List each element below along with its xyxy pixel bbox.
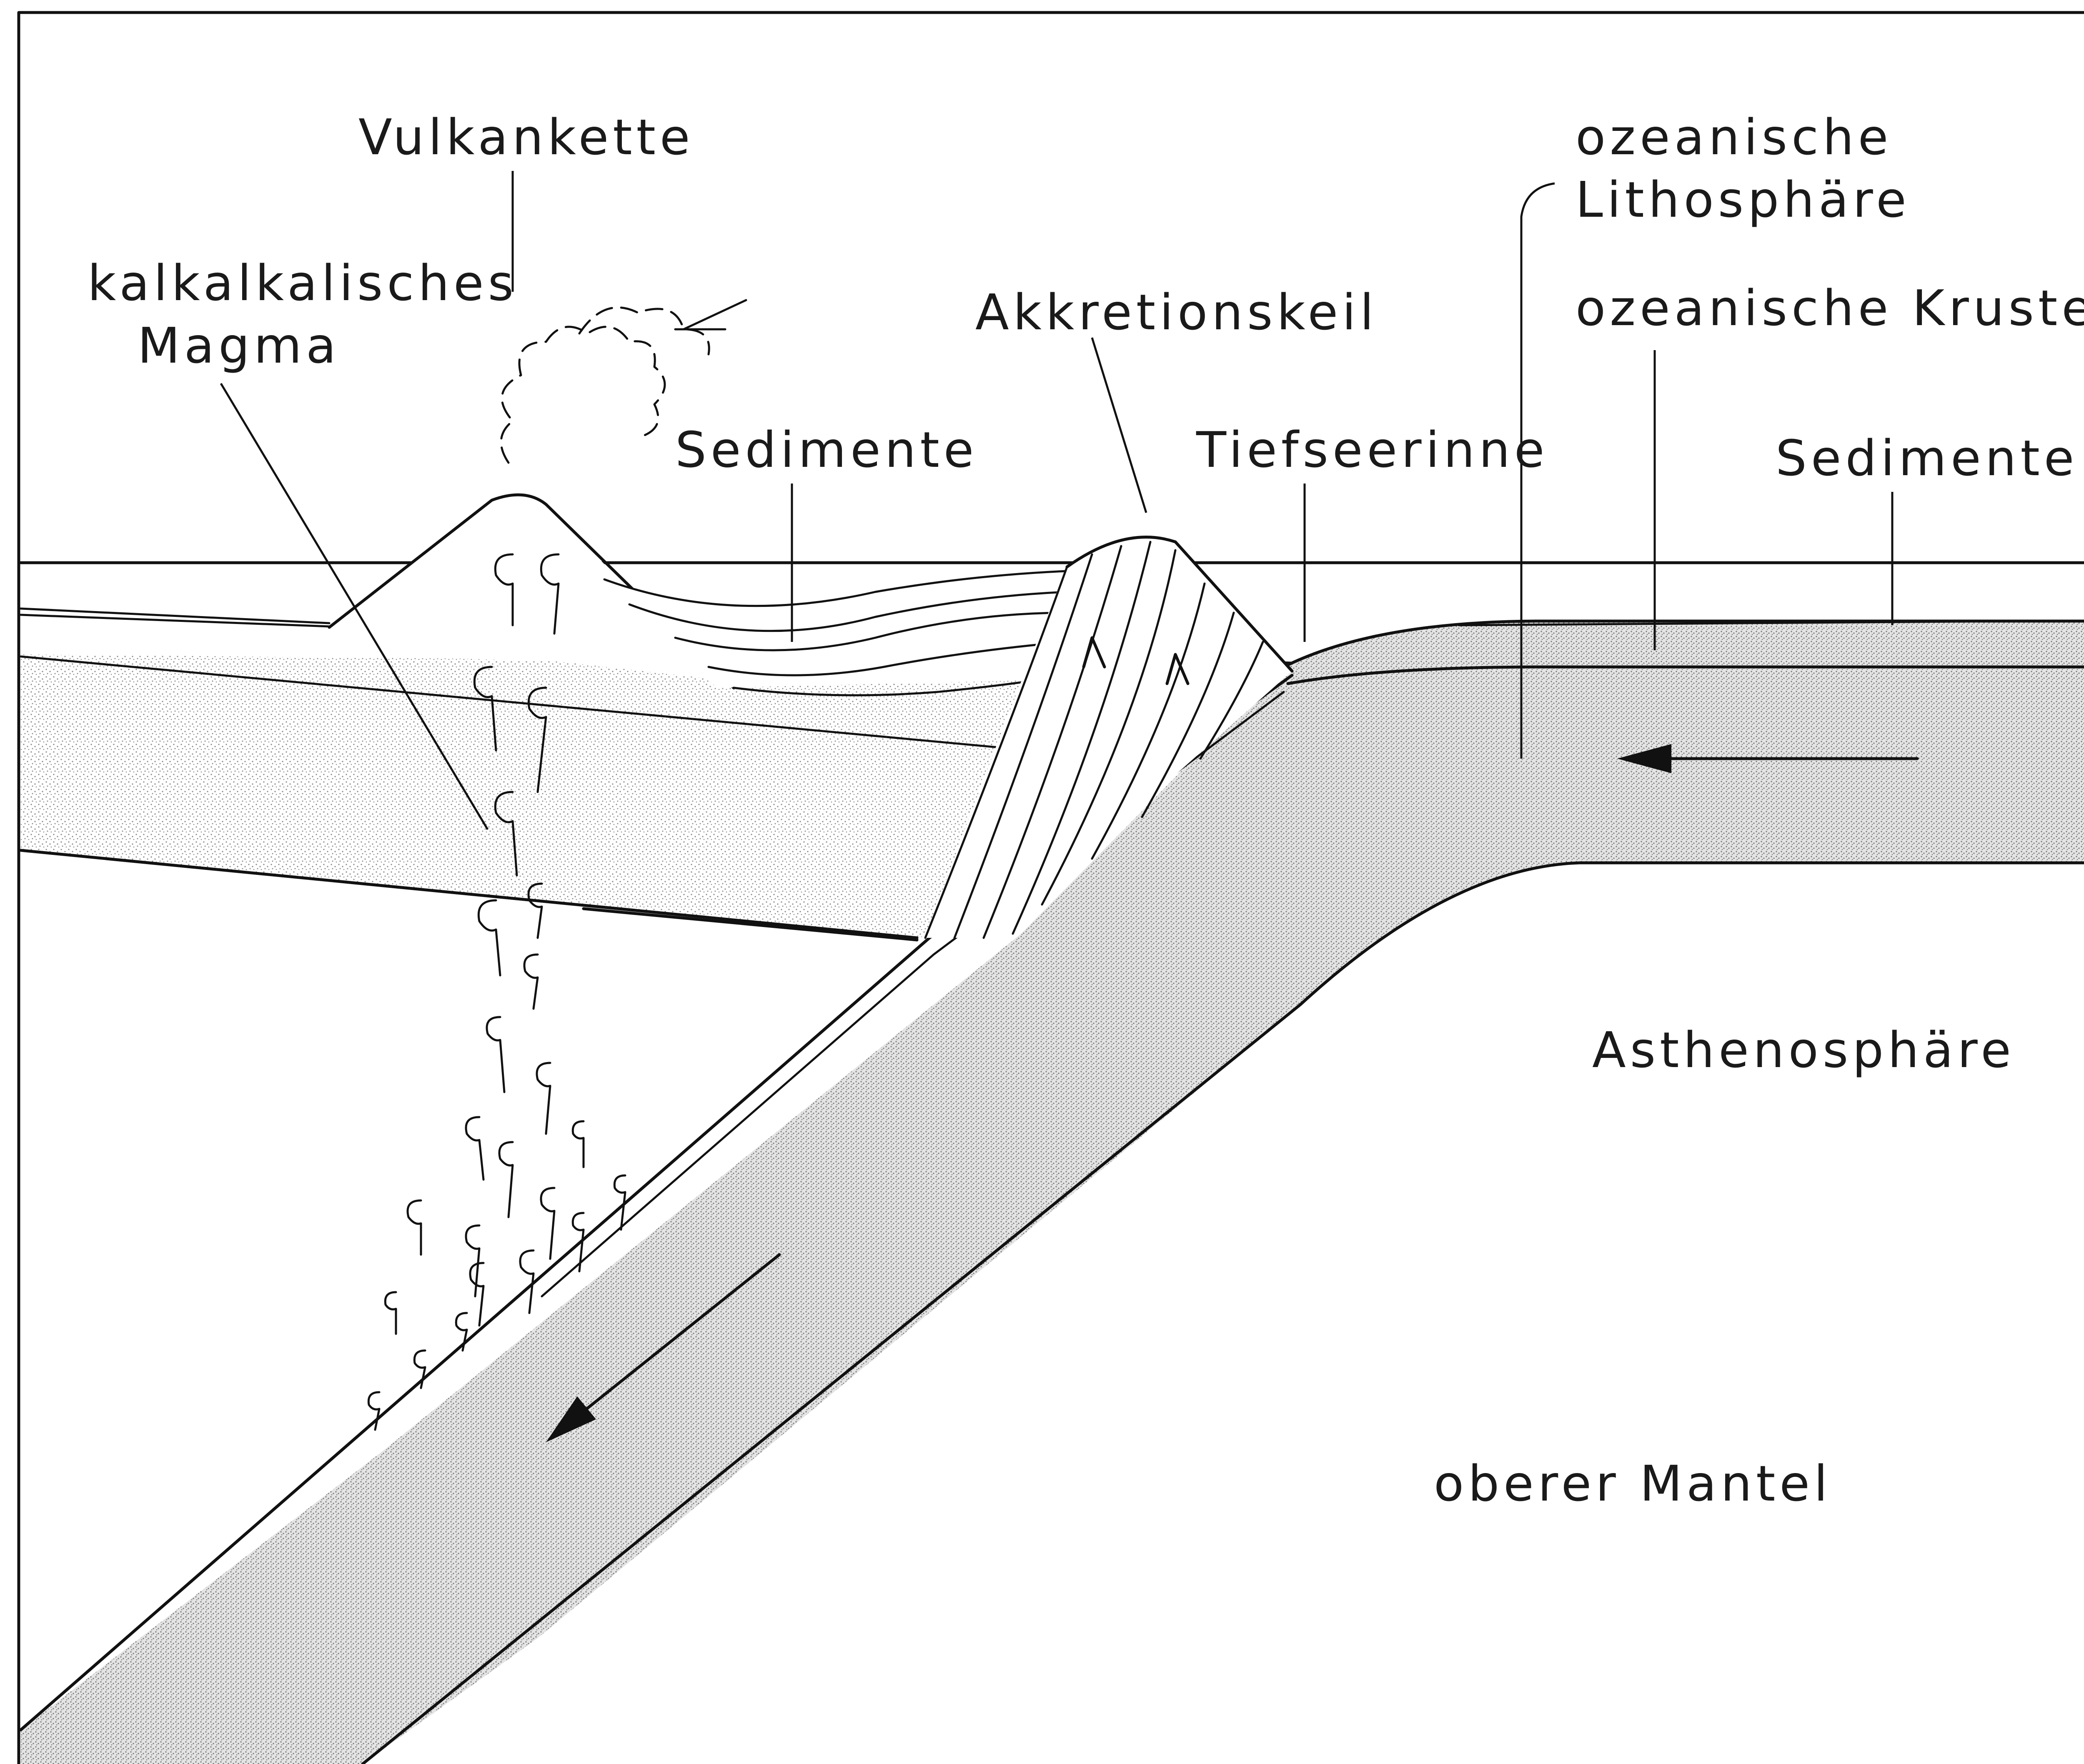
label-magma-line1: kalkalkalisches	[88, 254, 518, 312]
label-akkretionskeil: Akkretionskeil	[975, 283, 1378, 341]
leader-akkretionskeil	[1092, 338, 1146, 513]
label-asthenosphaere: Asthenosphäre	[1592, 1021, 2015, 1079]
label-sedimente-left: Sedimente	[675, 421, 978, 479]
label-sedimente-right: Sedimente	[1776, 429, 2078, 487]
label-lithosphaere-line2: Lithosphäre	[1576, 171, 1911, 228]
label-mantel: oberer Mantel	[1434, 1455, 1832, 1512]
label-lithosphaere-line1: ozeanische	[1576, 108, 1892, 166]
label-kruste: ozeanische Kruste	[1576, 279, 2084, 337]
volcano-cone	[329, 497, 717, 679]
label-tiefseerinne: Tiefseerinne	[1196, 421, 1549, 479]
label-magma-line2: Magma	[138, 317, 340, 374]
label-vulkankette: Vulkankette	[358, 108, 694, 166]
